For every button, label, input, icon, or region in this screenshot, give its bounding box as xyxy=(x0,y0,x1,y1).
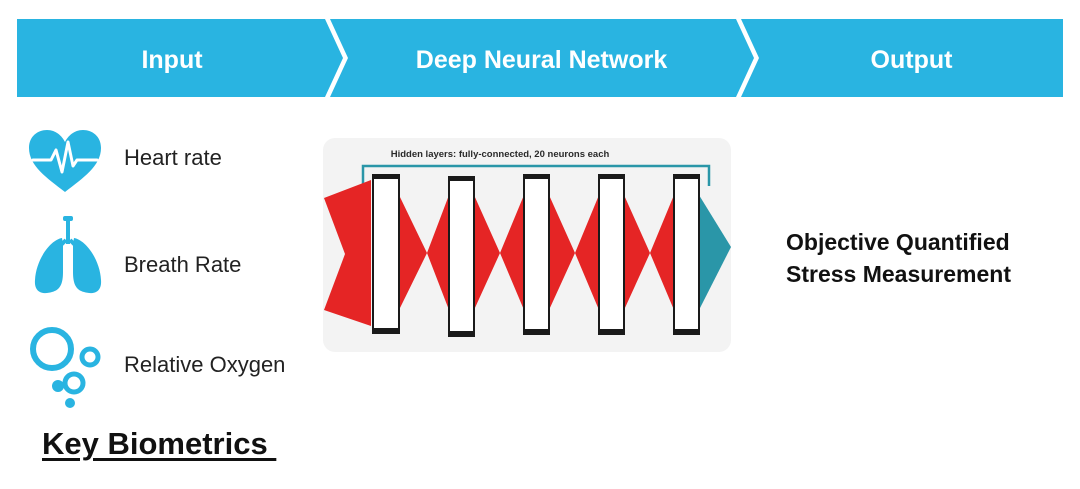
connections-4-5 xyxy=(624,195,674,310)
hidden-layer-4 xyxy=(598,174,625,335)
banner-step-network xyxy=(330,19,754,97)
hidden-layer-3 xyxy=(523,174,550,335)
connections-2-3 xyxy=(474,195,524,310)
input-label-relative-oxygen: Relative Oxygen xyxy=(124,352,286,377)
neural-network-diagram: Hidden layers: fully-connected, 20 neuro… xyxy=(324,149,731,337)
banner-label-input: Input xyxy=(141,46,203,74)
banner-step-input xyxy=(17,19,343,97)
process-banner xyxy=(17,19,1063,97)
neural-network-panel: Hidden layers: fully-connected, 20 neuro… xyxy=(323,138,731,352)
oxygen-bubbles-icon xyxy=(30,327,101,408)
lungs-icon xyxy=(34,216,102,294)
connections-1-2 xyxy=(399,195,449,310)
banner-step-output xyxy=(741,19,1063,97)
hidden-layer-2 xyxy=(448,176,475,337)
hidden-layer-1 xyxy=(372,174,400,334)
banner-label-network: Deep Neural Network xyxy=(415,46,668,74)
connections-3-4 xyxy=(549,195,599,310)
hidden-layers-label: Hidden layers: fully-connected, 20 neuro… xyxy=(391,149,610,160)
heart-pulse-icon xyxy=(29,130,101,192)
banner-label-output: Output xyxy=(870,46,953,74)
output-description: Objective Quantified Stress Measurement xyxy=(786,226,1076,290)
connections-input xyxy=(324,180,371,326)
output-line-2: Stress Measurement xyxy=(786,261,1011,287)
hidden-layer-5 xyxy=(673,174,700,335)
connections-output xyxy=(699,195,731,310)
hidden-layers-bracket xyxy=(361,164,711,186)
input-label-breath-rate: Breath Rate xyxy=(124,252,242,277)
output-line-1: Objective Quantified xyxy=(786,229,1010,255)
input-label-heart-rate: Heart rate xyxy=(124,145,222,170)
key-biometrics-title: Key Biometrics xyxy=(42,426,277,461)
